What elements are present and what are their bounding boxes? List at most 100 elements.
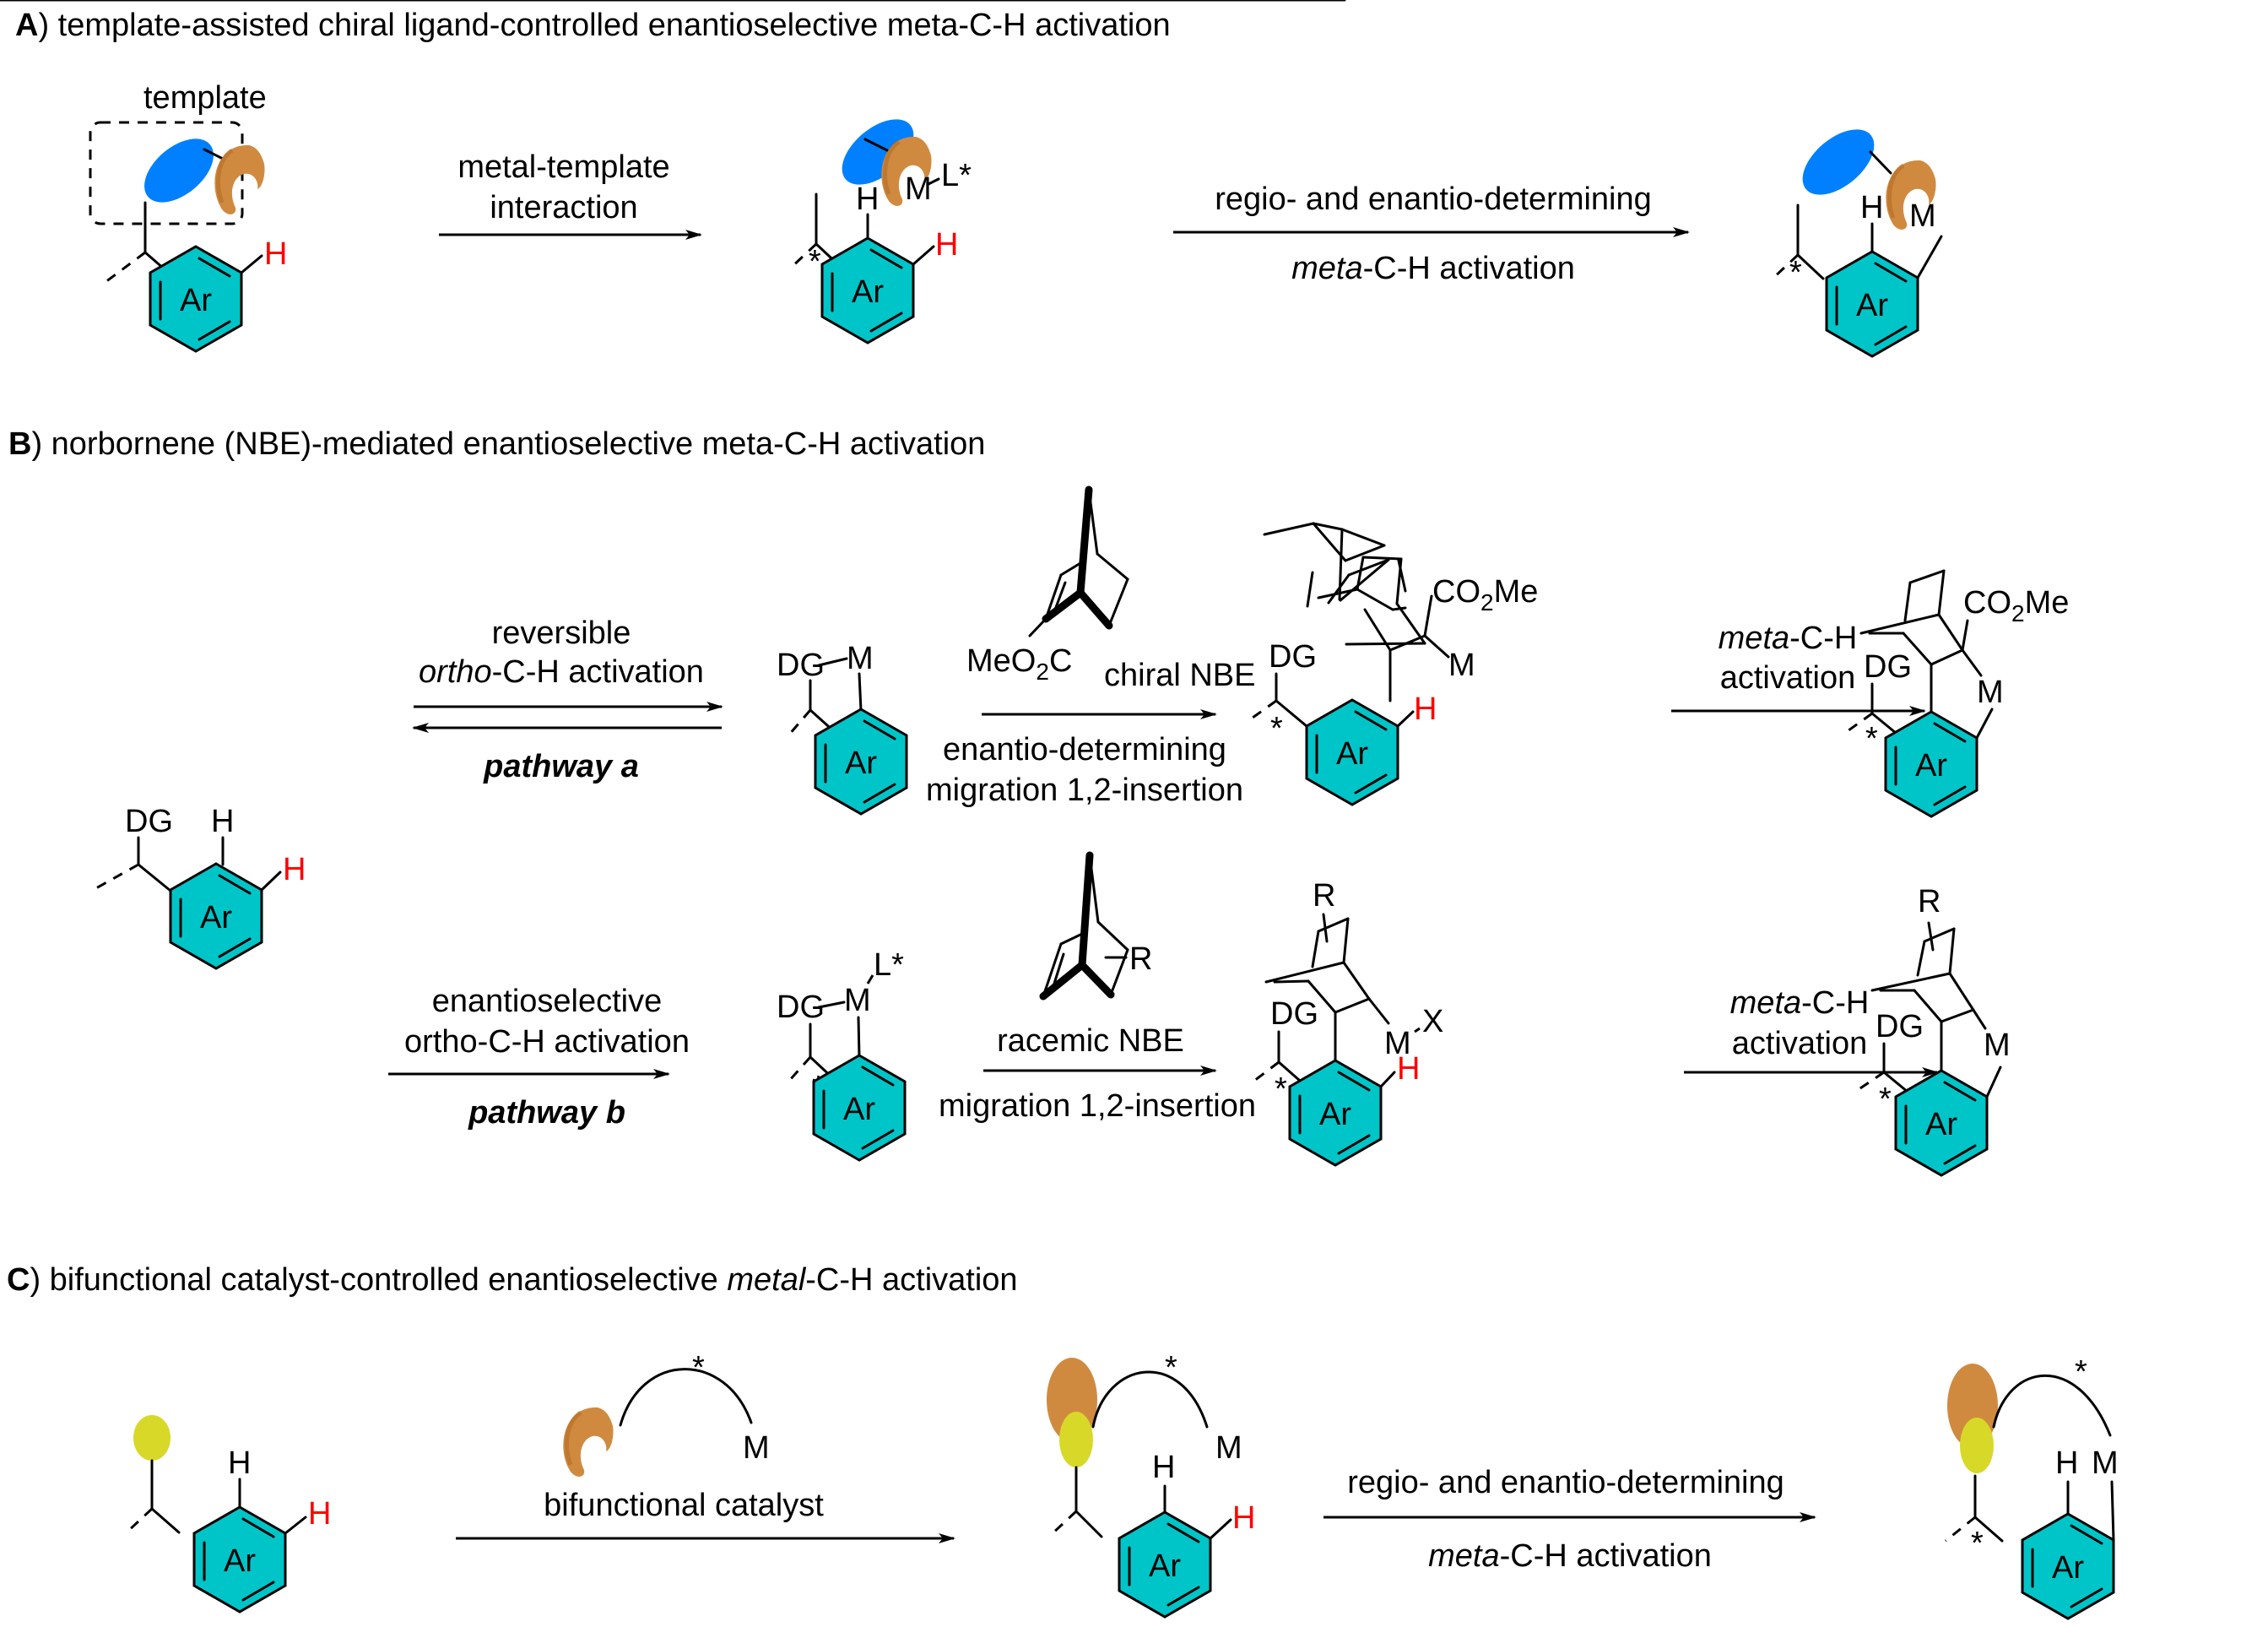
stereocenter-star: * [1275,1071,1287,1107]
stereocenter-star: * [809,244,821,279]
pathway-a-palladacycle: DG M Ar [777,641,908,816]
directing-template-blue [144,138,214,203]
directing-template-blue [842,119,914,185]
substituent-r: R [1313,878,1335,914]
directing-group-label: DG [125,804,173,839]
meta-h-red: H [935,227,958,263]
meta-h-red: H [1232,1500,1255,1536]
panel-c-arrow-2: regio- and enantio-determining meta-C-H … [1323,1465,1816,1574]
pathway-b-product: R M DG * Ar [1854,884,2011,1177]
panel-c-title: ) bifunctional catalyst-controlled enant… [30,1262,727,1298]
metal-binding-crescent [214,145,264,214]
aryl-label: Ar [1149,1548,1181,1584]
arrow-label: interaction [490,190,637,225]
arrow-label: meta-C-H [1719,621,1858,656]
panel-a-title: ) template-assisted chiral ligand-contro… [38,8,1170,43]
aryl-label: Ar [1856,288,1888,323]
aryl-label: Ar [1925,1107,1957,1142]
directing-group-label: DG [777,990,825,1025]
pathway-a-insertion-intermediate: CO2Me M DG * Ar H [0,0,1538,806]
arrow-label: bifunctional catalyst [544,1488,824,1523]
recognition-group-yellow [1059,1412,1093,1467]
ester-label: CO2Me [1963,585,2069,626]
anionic-ligand-x: X [1422,1004,1443,1039]
arrow-label: activation [1720,660,1856,696]
pathway-a-arrow: reversible ortho-C-H activation pathway … [412,616,723,784]
chiral-ligand-label: L* [874,947,904,983]
aryl-label: Ar [224,1543,256,1579]
racemic-norbornene-icon: R [1039,851,1152,1001]
ortho-h: H [1152,1450,1175,1485]
pathway-a-chiral-nbe-step: MeO2C chiral NBE enantio-determining mig… [926,485,1256,808]
stereocenter-star: * [1865,721,1878,757]
panel-a: A) template-assisted chiral ligand-contr… [15,8,1943,358]
aryl-label: Ar [852,274,884,310]
aryl-label: Ar [845,746,877,781]
directing-group-label: DG [1269,639,1317,675]
arrow-label: enantioselective [432,984,663,1019]
arrow-label: activation [1732,1026,1868,1061]
panel-c-intermediate: * M H Ar H [1047,1350,1255,1619]
directing-group-label: DG [777,648,825,683]
arrow-label: meta-C-H activation [1291,251,1575,286]
recognition-group-yellow [1960,1418,1994,1473]
aryl-label: Ar [843,1092,875,1127]
metal-label: M [844,983,871,1018]
aryl-label: Ar [1319,1097,1351,1132]
panel-a-letter: A [15,8,38,43]
pathway-a-product: CO2Me M DG * Ar [1844,569,2069,818]
meta-h-red: H [283,852,306,887]
pathway-b-racemic-nbe-step: R racemic NBE migration 1,2-insertion [939,851,1256,1124]
metal-label: M [1448,648,1475,683]
template-label: template [143,80,267,116]
panel-b-title: ) norbornene (NBE)-mediated enantioselec… [31,426,985,462]
metal-label: M [847,641,874,676]
panel-b-letter: B [8,426,31,462]
panel-a-substrate: template Ar H [89,80,287,353]
arrow-label: ortho-C-H activation [419,654,704,690]
panel-c-arrow-1: * M bifunctional catalyst [456,1350,955,1543]
racemic-nbe-label: racemic NBE [997,1023,1184,1059]
directing-group-label: DG [1864,649,1912,685]
bifunctional-catalyst-icon: * M [563,1350,770,1477]
panel-a-arrow-1: metal-template interaction [439,149,702,240]
metal-label: M [1984,1028,2011,1063]
substituent-r: R [1129,941,1152,977]
panel-a-arrow-2: regio- and enantio-determining meta-C-H … [1173,182,1690,286]
panel-a-product: M * Ar H [1771,129,1943,358]
directing-group-label: DG [1270,996,1318,1032]
stereocenter-star: * [1971,1526,1984,1561]
svg-text:C) bifunctional catalyst-contr: C) bifunctional catalyst-controlled enan… [7,1262,1018,1298]
chiral-nbe-label: chiral NBE [1104,658,1256,693]
substituent-r: R [1918,884,1941,919]
metal-label: M [2092,1445,2119,1481]
arrow-label: ortho-C-H activation [404,1024,690,1060]
panel-c: C) bifunctional catalyst-controlled enan… [7,1262,2119,1620]
stereocenter-star: * [1789,255,1802,290]
pathway-b-palladacycle: DG M L* * Ar [777,947,907,1162]
meta-h-red: H [308,1496,331,1532]
meta-h-red: H [1397,1051,1420,1087]
pathway-a-meta-arrow: meta-C-H activation [1671,621,1926,716]
stereocenter-star: * [1270,711,1283,746]
metal-label: M [1909,198,1936,234]
directing-group-label: DG [1876,1009,1924,1044]
ortho-h: H [228,1445,251,1481]
svg-text:B) norbornene (NBE)-mediated e: B) norbornene (NBE)-mediated enantiosele… [8,426,985,462]
arrow-label: migration 1,2-insertion [926,773,1243,808]
stereocenter-star: * [1165,1350,1177,1386]
meta-h-red: H [264,236,287,272]
arrow-label: regio- and enantio-determining [1347,1465,1784,1500]
stereocenter-star: * [1879,1082,1892,1117]
pathway-a-label: pathway a [483,749,639,784]
arrow-label: regio- and enantio-determining [1215,182,1652,217]
aryl-label: Ar [200,900,232,936]
chiral-ligand-label: L* [941,158,972,193]
chiral-norbornene-icon [1028,485,1129,637]
panel-a-intermediate: M L* * Ar H H [788,119,972,344]
ortho-h: H [1860,190,1883,225]
arrow-label: reversible [492,616,631,651]
arrow-label: meta-C-H activation [1428,1538,1712,1574]
arrow-label: metal-template [457,149,669,185]
